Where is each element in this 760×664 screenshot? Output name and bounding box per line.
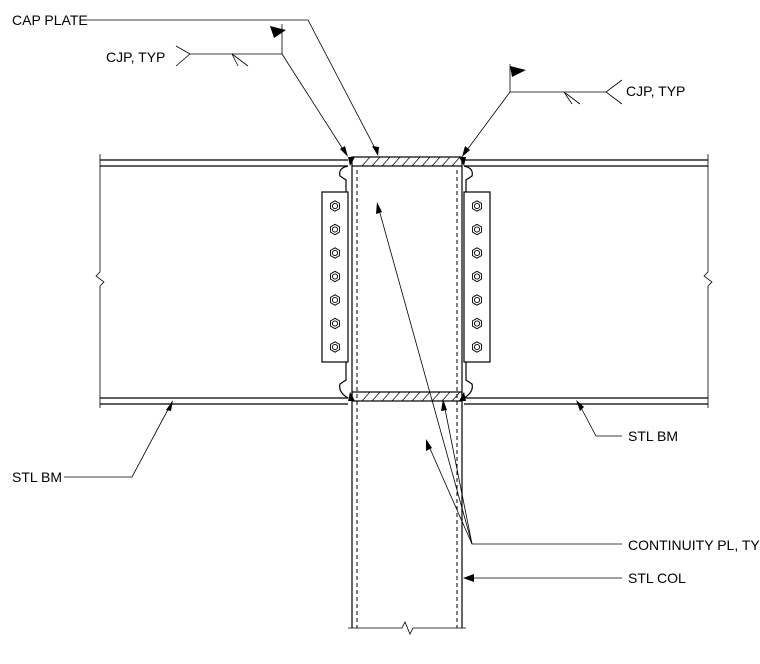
bolt-shank (331, 202, 339, 210)
bolt-shank (331, 249, 339, 257)
bolt-shank (331, 320, 339, 327)
weld-marks (348, 157, 466, 401)
cap-plate (351, 156, 463, 167)
stl-bm-right-callout: STL BM (576, 400, 678, 444)
continuity-pl-label: CONTINUITY PL, TYP (628, 537, 760, 553)
cjp-left-label: CJP, TYP (106, 49, 165, 65)
bolt-shank (473, 320, 481, 327)
cap-plate-callout: CAP PLATE (12, 12, 379, 156)
stl-bm-left-label: STL BM (12, 469, 62, 485)
bolt-shank (473, 343, 481, 351)
cjp-right-label: CJP, TYP (626, 83, 685, 99)
stl-bm-right-label: STL BM (628, 428, 678, 444)
bolt-shank (473, 296, 481, 304)
bolt-shank (473, 249, 481, 257)
continuity-plate-bottom (351, 391, 463, 402)
bolt-group-left (330, 200, 340, 353)
continuity-pl-callout: CONTINUITY PL, TYP (376, 202, 760, 553)
steel-beam (95, 154, 713, 408)
cap-plate-label: CAP PLATE (12, 12, 88, 28)
bolt-shank (331, 273, 339, 280)
cjp-weld-symbol-left: CJP, TYP (106, 24, 348, 157)
stl-bm-left-callout: STL BM (12, 400, 173, 485)
bolt-shank (473, 226, 481, 233)
bolt-shank (331, 296, 339, 304)
bolt-shank (331, 226, 339, 233)
stl-col-callout: STL COL (463, 570, 686, 586)
bolt-shank (473, 273, 481, 280)
beam-web-ends (339, 165, 473, 399)
bolt-shank (331, 343, 339, 351)
stl-col-label: STL COL (628, 570, 686, 586)
bolt-group-right (472, 200, 482, 353)
bolt-shank (473, 202, 481, 210)
cjp-weld-symbol-right: CJP, TYP (462, 64, 685, 157)
